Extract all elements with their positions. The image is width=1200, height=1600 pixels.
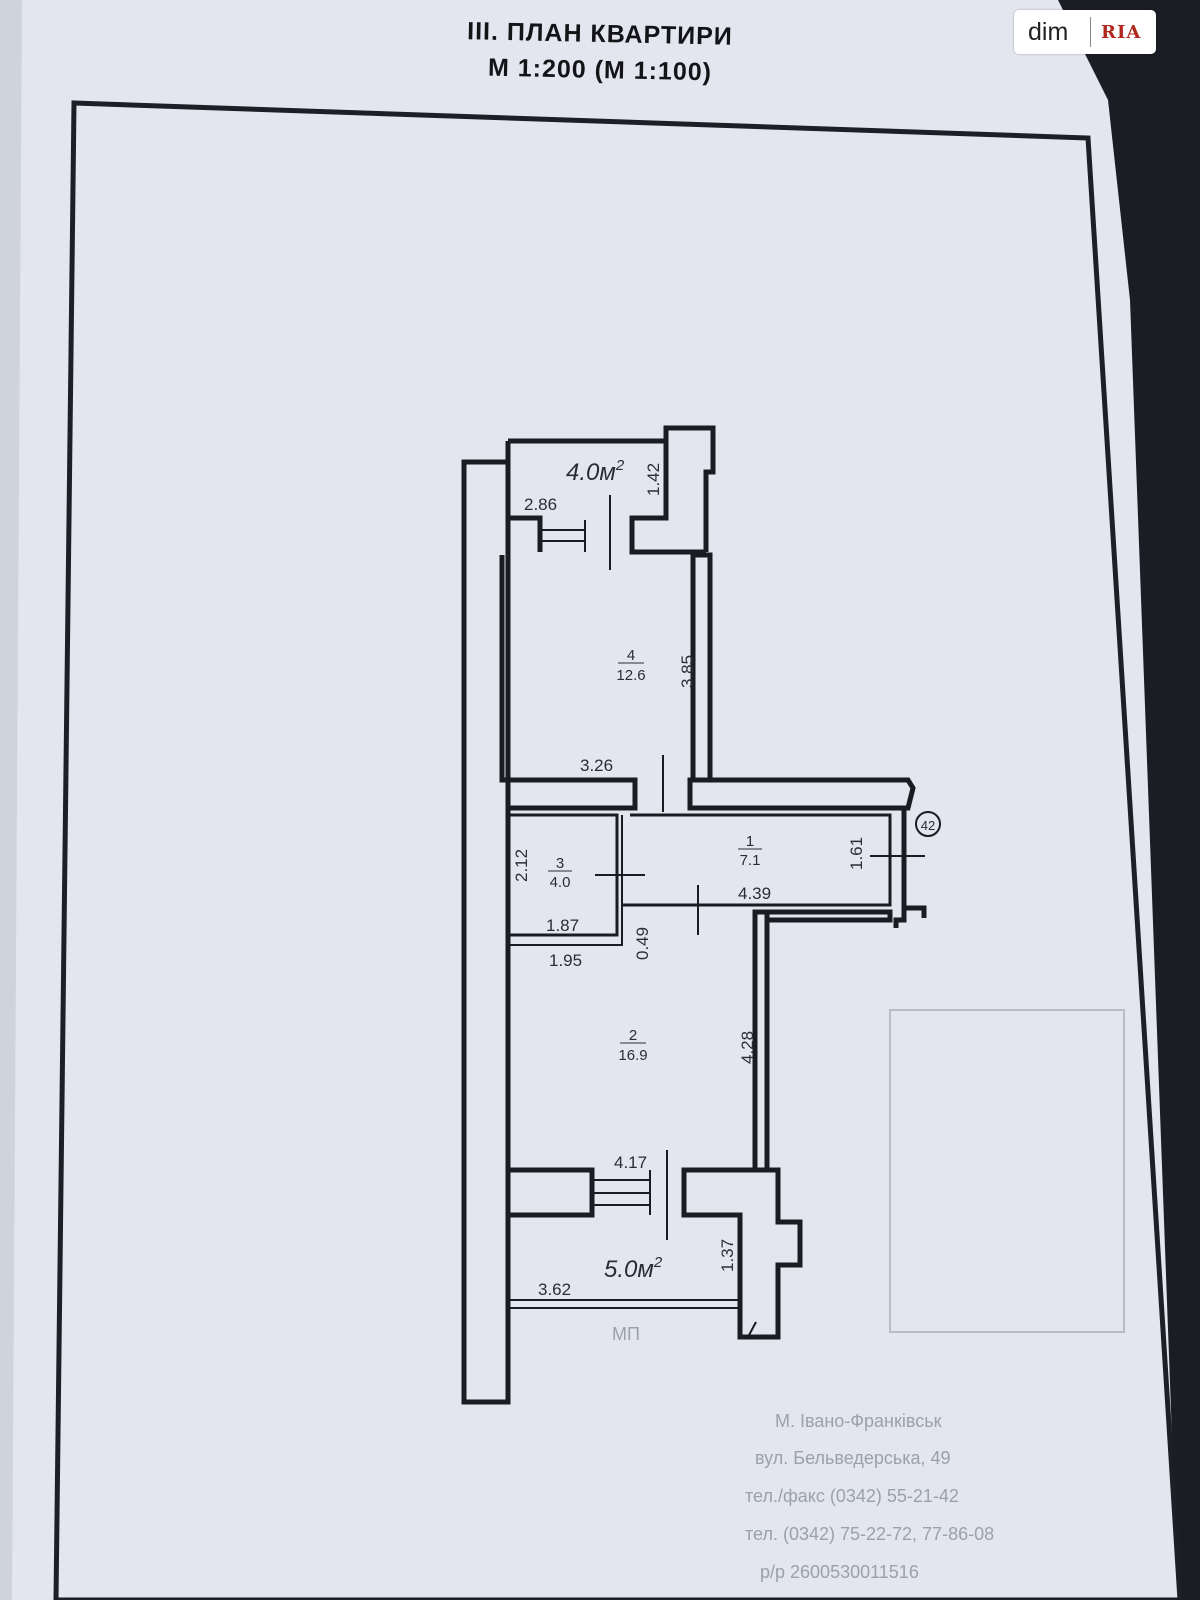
room-3-label: 3 4.0 — [548, 855, 572, 891]
top-balcony-right-wall — [629, 441, 706, 555]
room-1-height-dim: 1.61 — [847, 837, 866, 870]
room-2-label: 2 16.9 — [618, 1027, 647, 1064]
bottom-balcony-walls — [681, 1167, 803, 1340]
bottom-balcony-door — [592, 1170, 651, 1215]
room-2-area: 16.9 — [618, 1047, 647, 1064]
apartment-marker: 42 — [921, 818, 935, 833]
room-4-height-dim: 3.85 — [678, 655, 697, 688]
bottom-balcony-rail — [507, 1215, 740, 1402]
bottom-balcony-area-unit: м — [637, 1256, 653, 1283]
faded-stamp: МП — [612, 1324, 640, 1344]
room-4-width-dim: 3.26 — [580, 756, 613, 775]
faded-code: р/р 2600530011516 — [760, 1562, 919, 1582]
room-1-area: 7.1 — [740, 852, 761, 869]
top-balcony-area-unit: м — [599, 459, 615, 486]
room-2-width-dim: 4.17 — [614, 1153, 647, 1172]
watermark-brand-right: RIA — [1101, 21, 1142, 43]
door-markers — [595, 495, 925, 1240]
room-3-number: 3 — [556, 855, 564, 872]
bottom-balcony-area-number: 5.0 — [604, 1256, 638, 1283]
room-4-number: 4 — [627, 647, 635, 664]
room-3-inner-width-dim: 1.87 — [546, 916, 579, 935]
room-1-width-dim: 4.39 — [738, 884, 771, 903]
bottom-balcony-depth: 1.37 — [718, 1239, 737, 1272]
dimria-watermark: dim RIA — [1014, 10, 1156, 54]
bottom-balcony-area: 5.0м2 — [604, 1254, 663, 1283]
apartment-marker-circle — [915, 811, 941, 837]
room-4-area: 12.6 — [616, 667, 645, 684]
room-2-number: 2 — [629, 1027, 637, 1044]
faded-phone-1: тел./факс (0342) 55-21-42 — [745, 1486, 959, 1506]
top-balcony-area-sup: 2 — [615, 457, 625, 474]
top-balcony-width: 2.86 — [524, 495, 557, 514]
room-1-label: 1 7.1 — [738, 833, 762, 869]
watermark-divider — [1090, 17, 1091, 47]
faded-address-2: вул. Бельведерська, 49 — [755, 1448, 951, 1468]
left-main-wall — [461, 459, 511, 1405]
watermark-brand-left: dim — [1028, 17, 1069, 46]
room-4-bottom-right-wall — [687, 777, 916, 811]
walls — [461, 425, 927, 1405]
page-border — [53, 100, 1183, 1600]
room-4-label: 4 12.6 — [616, 647, 645, 684]
room-3-area: 4.0 — [550, 874, 571, 891]
top-balcony-door — [540, 520, 586, 552]
top-balcony-area: 4.0м2 — [566, 457, 625, 486]
faded-text: М. Івано-Франківськ вул. Бельведерська, … — [612, 1009, 1125, 1582]
paper-left-strip — [0, 0, 22, 1600]
room-3-inner-wall — [508, 815, 623, 946]
room-1-number: 1 — [746, 833, 754, 850]
bottom-balcony-corner — [747, 1321, 757, 1338]
corridor-gap-dim: 0.49 — [633, 927, 652, 960]
faded-phone-2: тел. (0342) 75-22-72, 77-86-08 — [745, 1524, 994, 1544]
faded-table — [889, 1009, 1125, 1333]
faded-address-1: М. Івано-Франківськ — [775, 1411, 942, 1431]
top-balcony-depth: 1.42 — [644, 463, 663, 496]
room-2-height-dim: 4.28 — [738, 1031, 757, 1064]
bottom-balcony-width: 3.62 — [538, 1280, 571, 1299]
room-1-right-wall — [890, 805, 927, 928]
top-balcony-area-number: 4.0 — [566, 459, 600, 486]
room-3-height-dim: 2.12 — [512, 849, 531, 882]
room-3-outer-width-dim: 1.95 — [549, 951, 582, 970]
bottom-balcony-area-sup: 2 — [653, 1254, 663, 1271]
room-1-walls — [623, 813, 892, 907]
